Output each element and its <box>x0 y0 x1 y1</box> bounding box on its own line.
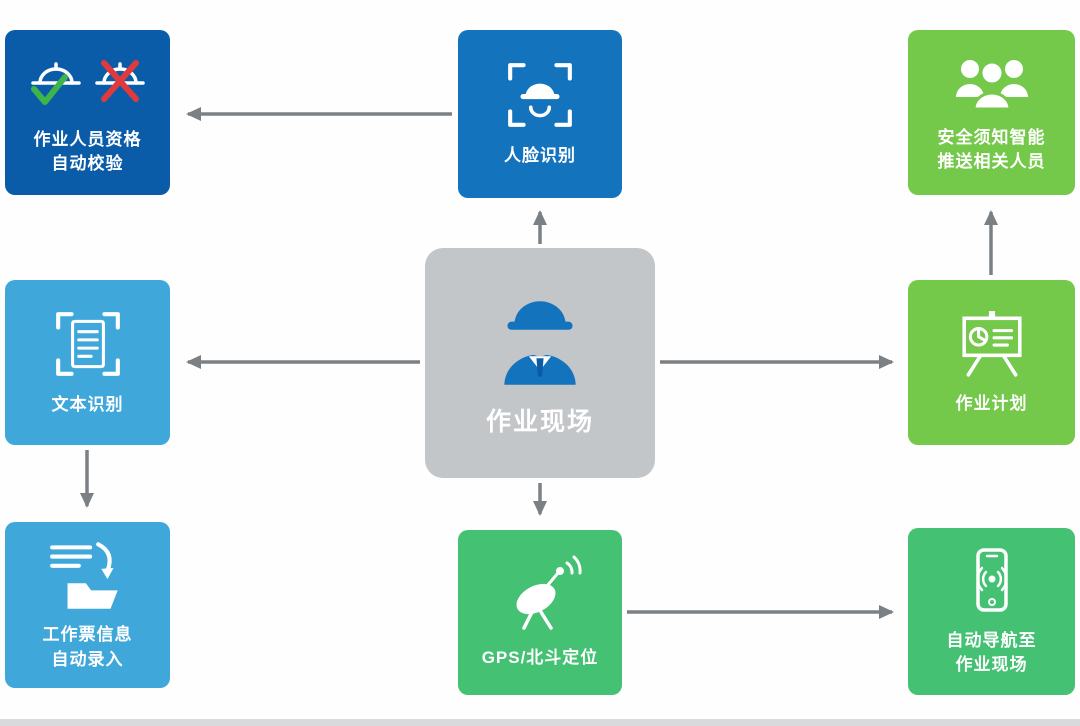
node-qualification-check: 作业人员资格 自动校验 <box>5 30 170 195</box>
node-label: 工作票信息 自动录入 <box>43 623 133 671</box>
node-label: 作业计划 <box>956 392 1028 416</box>
worker-icon <box>484 285 596 397</box>
document-scan-icon <box>52 308 124 380</box>
node-work-plan: 作业计划 <box>908 280 1075 445</box>
phone-signal-icon <box>957 546 1027 616</box>
node-label: GPS/北斗定位 <box>482 646 599 670</box>
node-ticket-entry: 工作票信息 自动录入 <box>5 522 170 688</box>
label-line: 作业现场 <box>955 655 1028 674</box>
people-group-icon <box>950 51 1034 113</box>
label-line: 安全须知智能 <box>937 127 1046 147</box>
document-to-folder-icon <box>45 538 131 610</box>
label-line: 作业计划 <box>955 393 1028 413</box>
node-safety-push: 安全须知智能 推送相关人员 <box>908 30 1075 195</box>
node-label: 作业现场 <box>486 405 594 441</box>
label-line: 推送相关人员 <box>937 152 1046 171</box>
node-label: 自动导航至 作业现场 <box>947 629 1037 677</box>
presentation-board-icon <box>956 309 1028 379</box>
label-line: 人脸识别 <box>504 146 576 166</box>
label-line: 自动录入 <box>51 649 124 669</box>
node-auto-navigation: 自动导航至 作业现场 <box>908 528 1075 695</box>
node-label: 文本识别 <box>52 393 124 417</box>
node-text-recognition: 文本识别 <box>5 280 170 445</box>
helmet-check-x-icon <box>27 49 149 115</box>
node-face-recognition: 人脸识别 <box>458 30 622 198</box>
satellite-dish-icon <box>498 555 582 633</box>
label-line: GPS/北斗定位 <box>481 647 599 667</box>
node-gps-positioning: GPS/北斗定位 <box>458 530 622 695</box>
node-work-site-center: 作业现场 <box>425 248 655 478</box>
label-line: 作业人员资格 <box>33 129 142 149</box>
node-label: 作业人员资格 自动校验 <box>34 128 142 176</box>
face-scan-icon <box>504 59 576 131</box>
label-line: 文本识别 <box>51 394 124 414</box>
label-line: 工作票信息 <box>42 625 133 645</box>
label-line: 自动校验 <box>51 154 124 173</box>
node-label: 人脸识别 <box>504 144 576 168</box>
node-label: 安全须知智能 推送相关人员 <box>938 126 1046 174</box>
bottom-divider <box>0 719 1080 726</box>
label-line: 自动导航至 <box>946 630 1037 650</box>
label-line: 作业现场 <box>485 408 594 437</box>
